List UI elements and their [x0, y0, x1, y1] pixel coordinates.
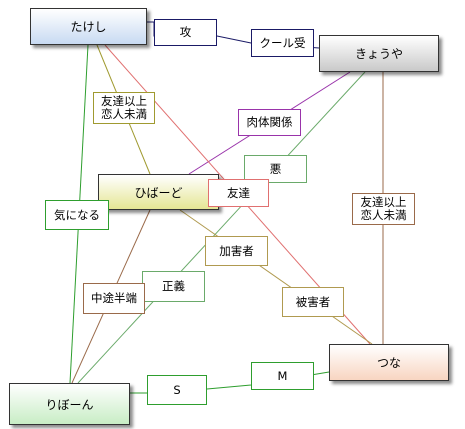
relation-text-cool-uke: クール受 [259, 35, 306, 50]
node-hibaado[interactable]: ひばーど [98, 174, 219, 210]
relation-text-ki-ni-naru: 気になる [54, 207, 100, 222]
relation-label-chuto-hanpa: 中途半端 [83, 283, 145, 314]
relation-text-aku: 悪 [269, 161, 282, 176]
node-hibaado-label: ひばーど [134, 185, 183, 200]
node-kyouya[interactable]: きょうや [319, 35, 439, 72]
node-takeshi[interactable]: たけし [30, 8, 147, 45]
node-takeshi-label: たけし [70, 20, 107, 34]
relation-label-kagaisha: 加害者 [205, 236, 268, 266]
relation-text-friend-lover-1: 友達以上 恋人未満 [101, 94, 147, 121]
relation-label-ki-ni-naru: 気になる [45, 200, 109, 230]
relation-label-s: S [147, 375, 207, 405]
relation-label-seigi: 正義 [142, 271, 205, 302]
line-kyouya-reborn [77, 71, 366, 384]
node-reborn[interactable]: りぼーん [9, 383, 130, 425]
relation-label-m: M [251, 362, 314, 390]
relation-text-kou: 攻 [179, 25, 192, 39]
relation-label-tomodachi: 友達 [208, 179, 269, 207]
relation-label-nikutai: 肉体関係 [238, 109, 301, 136]
relation-text-s: S [173, 382, 181, 397]
relation-label-cool-uke: クール受 [251, 29, 314, 57]
relation-label-higaisha: 被害者 [282, 287, 344, 317]
node-reborn-label: りぼーん [45, 397, 94, 412]
relation-label-friend-lover-2: 友達以上 恋人未満 [352, 193, 415, 225]
relation-text-friend-lover-2: 友達以上 恋人未満 [360, 195, 407, 222]
relation-label-kou: 攻 [154, 19, 217, 46]
relation-text-seigi: 正義 [162, 279, 185, 293]
relation-text-m: M [277, 368, 288, 383]
node-tsuna-label: つな [376, 356, 401, 370]
relation-text-tomodachi: 友達 [227, 185, 250, 200]
relation-text-chuto-hanpa: 中途半端 [91, 291, 137, 305]
relation-text-kagaisha: 加害者 [219, 243, 254, 258]
node-tsuna[interactable]: つな [329, 344, 449, 381]
relation-label-aku: 悪 [244, 155, 307, 183]
line-hibaado-tsuna [179, 209, 373, 345]
relation-text-nikutai: 肉体関係 [246, 115, 293, 129]
relation-label-friend-lover-1: 友達以上 恋人未満 [93, 92, 155, 124]
relation-text-higaisha: 被害者 [295, 294, 331, 309]
node-kyouya-label: きょうや [354, 47, 403, 61]
